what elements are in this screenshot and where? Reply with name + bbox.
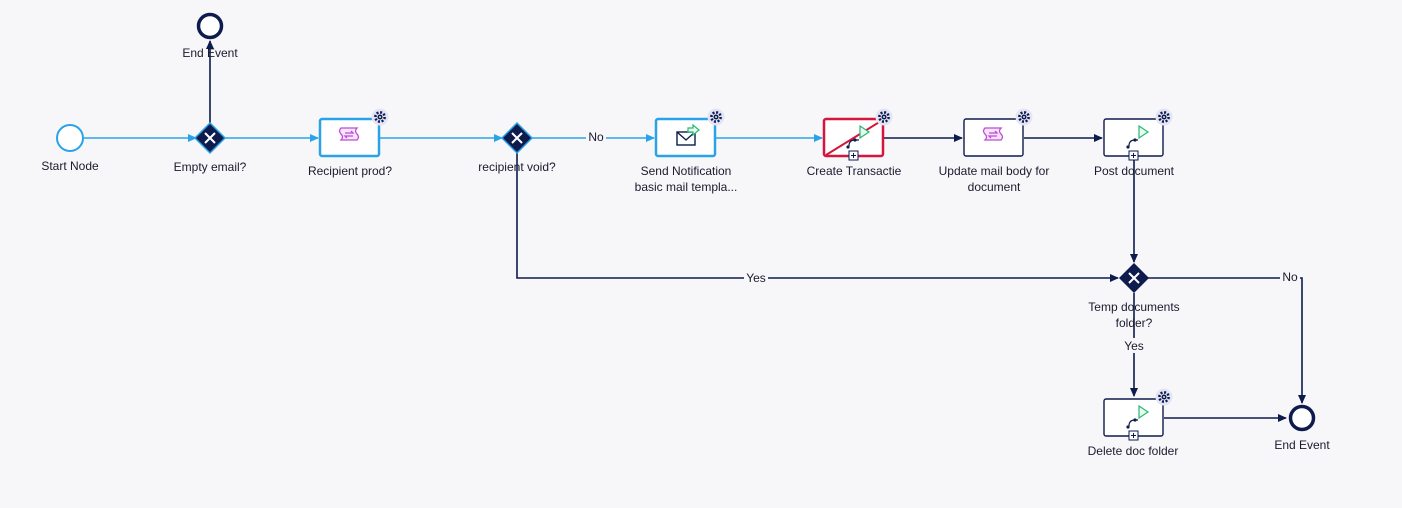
- subprocess-icon: [846, 124, 871, 149]
- task-update-mail-body-label-line1: Update mail body for: [939, 164, 1050, 178]
- expand-subprocess-icon[interactable]: [1128, 430, 1139, 441]
- flow-recipient-void-yes[interactable]: [516, 152, 1119, 282]
- task-delete-doc-folder-label: Delete doc folder: [1088, 444, 1179, 458]
- gear-badge-icon[interactable]: [707, 108, 725, 126]
- end-event-bottom[interactable]: End Event: [1274, 404, 1330, 453]
- task-send-notification-label-line2: basic mail templa...: [635, 180, 738, 194]
- gear-badge-icon[interactable]: [1015, 108, 1033, 126]
- task-update-mail-body[interactable]: Update mail body for document: [939, 108, 1050, 195]
- expand-subprocess-icon[interactable]: [1128, 150, 1139, 161]
- subprocess-icon: [1126, 404, 1150, 429]
- task-recipient-prod-label: Recipient prod?: [308, 164, 392, 178]
- start-event-label: Start Node: [41, 159, 99, 173]
- edge-labels: No Yes No Yes: [586, 129, 1300, 353]
- gateway-temp-documents-label-line2: folder?: [1116, 316, 1153, 330]
- edge-label-temp-no: No: [1282, 270, 1298, 284]
- task-recipient-prod[interactable]: Recipient prod?: [308, 108, 392, 179]
- gear-badge-icon[interactable]: [1155, 108, 1173, 126]
- gateway-temp-documents-label-line1: Temp documents: [1088, 300, 1179, 314]
- subprocess-icon: [1126, 124, 1150, 149]
- error-strike-line: [825, 120, 882, 156]
- exclusive-x-icon: [1128, 272, 1140, 284]
- gateway-empty-email[interactable]: Empty email?: [174, 121, 247, 174]
- gateway-empty-email-label: Empty email?: [174, 160, 247, 174]
- gear-badge-icon[interactable]: [875, 108, 893, 126]
- task-send-notification-label-line1: Send Notification: [641, 164, 732, 178]
- sequence-flows: [84, 40, 1306, 422]
- gateway-recipient-void[interactable]: recipient void?: [478, 121, 556, 174]
- task-post-document-label: Post document: [1094, 164, 1175, 178]
- task-delete-doc-folder[interactable]: Delete doc folder: [1088, 388, 1179, 459]
- task-update-mail-body-label-line2: document: [968, 180, 1021, 194]
- task-create-transactie-label: Create Transactie: [807, 164, 902, 178]
- task-post-document[interactable]: Post document: [1094, 108, 1175, 179]
- start-event[interactable]: Start Node: [41, 124, 99, 173]
- edge-label-void-no: No: [588, 130, 604, 144]
- expand-subprocess-icon[interactable]: [848, 150, 859, 161]
- flow-temp-no[interactable]: [1148, 277, 1306, 404]
- gear-badge-icon[interactable]: [371, 108, 389, 126]
- script-icon: [982, 127, 1004, 141]
- end-event-bottom-label: End Event: [1274, 438, 1330, 452]
- exclusive-x-icon: [511, 132, 523, 144]
- edge-label-void-yes: Yes: [746, 271, 766, 285]
- edge-label-temp-yes: Yes: [1124, 339, 1144, 353]
- end-event-top[interactable]: End Event: [182, 12, 238, 61]
- task-send-notification[interactable]: Send Notification basic mail templa...: [635, 108, 738, 195]
- gateway-temp-documents[interactable]: Temp documents folder?: [1088, 263, 1180, 330]
- send-mail-icon: [676, 123, 700, 146]
- script-icon: [338, 127, 360, 141]
- gateway-recipient-void-label: recipient void?: [478, 160, 556, 174]
- gear-badge-icon[interactable]: [1155, 388, 1173, 406]
- exclusive-x-icon: [204, 132, 216, 144]
- task-create-transactie[interactable]: Create Transactie: [807, 108, 902, 179]
- end-event-top-label: End Event: [182, 46, 238, 60]
